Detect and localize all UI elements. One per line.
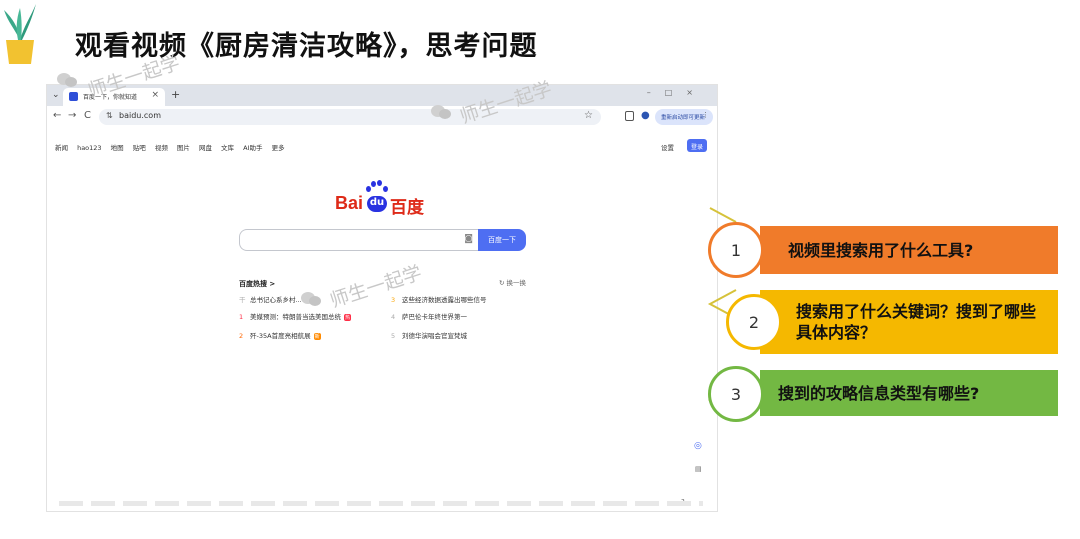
reload-icon[interactable]: C bbox=[84, 110, 91, 121]
new-tag: 新 bbox=[313, 333, 321, 340]
link-map[interactable]: 地图 bbox=[110, 144, 124, 152]
hot-search-title[interactable]: 百度热搜 > bbox=[239, 280, 276, 288]
settings-link[interactable]: 设置 bbox=[661, 144, 674, 152]
url-text: baidu.com bbox=[119, 111, 161, 120]
search-button[interactable]: 百度一下 bbox=[478, 229, 526, 251]
new-tab-button[interactable]: + bbox=[171, 88, 181, 101]
question-number-circle: 2 bbox=[726, 294, 782, 350]
link-netdisk[interactable]: 网盘 bbox=[198, 144, 212, 152]
window-controls[interactable]: –□× bbox=[646, 88, 707, 97]
logo-text-bai: Bai bbox=[335, 193, 364, 213]
sidebar-panel-icon[interactable] bbox=[625, 111, 634, 121]
hot-text: 总书记心系乡村... bbox=[250, 296, 302, 304]
refresh-label: 换一换 bbox=[506, 279, 527, 287]
search-input[interactable]: ◙ bbox=[239, 229, 479, 251]
slide-title: 观看视频《厨房清洁攻略》，思考问题 bbox=[75, 31, 538, 62]
link-ai-assistant[interactable]: AI助手 bbox=[243, 144, 263, 152]
browser-tab[interactable]: 百度一下，你就知道 × bbox=[63, 88, 165, 106]
link-more[interactable]: 更多 bbox=[271, 144, 285, 152]
hot-item[interactable]: 5 刘德华演唱会官宣梵城 bbox=[391, 330, 467, 340]
hot-rank: 2 bbox=[239, 332, 244, 340]
link-tieba[interactable]: 贴吧 bbox=[132, 144, 146, 152]
hot-text: 美媒预测：特朗普当选美国总统 bbox=[250, 313, 341, 321]
question-number-circle: 3 bbox=[708, 366, 764, 422]
question-number: 1 bbox=[730, 241, 742, 260]
site-info-icon[interactable]: ⇅ bbox=[106, 111, 113, 120]
side-tool-icon[interactable]: ◎ bbox=[694, 441, 702, 451]
hot-rank: 3 bbox=[391, 296, 396, 304]
logo-text-du: du bbox=[367, 196, 387, 212]
profile-icon[interactable]: ● bbox=[641, 110, 650, 121]
baidu-logo: Bai du 百度 bbox=[335, 180, 431, 218]
logo-text-baidu-cn: 百度 bbox=[390, 198, 424, 218]
page-footer bbox=[59, 501, 703, 506]
forward-icon[interactable]: → bbox=[68, 110, 77, 121]
back-icon[interactable]: ← bbox=[53, 110, 62, 121]
address-bar[interactable]: ⇅ baidu.com ☆ bbox=[99, 109, 601, 125]
question-text: 搜索用了什么关键词？搜到了哪些具体内容？ bbox=[796, 302, 1037, 342]
hot-item[interactable]: 4 萨巴伦卡年终世界第一 bbox=[391, 311, 467, 321]
question-text: 视频里搜索用了什么工具? bbox=[788, 241, 974, 260]
baidu-favicon-icon bbox=[69, 92, 78, 101]
update-button-label: 重新启动即可更新 bbox=[661, 115, 706, 121]
hot-item[interactable]: 干总书记心系乡村... bbox=[239, 294, 302, 304]
tab-title: 百度一下，你就知道 bbox=[83, 94, 138, 101]
hot-item[interactable]: 1 美媒预测：特朗普当选美国总统热 bbox=[239, 311, 352, 321]
hot-text: 刘德华演唱会官宣梵城 bbox=[402, 332, 467, 340]
refresh-icon: ↻ bbox=[499, 279, 505, 287]
browser-window: ⌄ 百度一下，你就知道 × + –□× ← → C ⇅ baidu.com ☆ … bbox=[46, 84, 718, 512]
login-button[interactable]: 登录 bbox=[687, 139, 707, 152]
side-menu-icon[interactable]: ▤ bbox=[695, 465, 702, 473]
menu-dots-icon[interactable]: ⋮ bbox=[702, 111, 709, 119]
bookmark-star-icon[interactable]: ☆ bbox=[584, 110, 593, 121]
hot-rank: 干 bbox=[239, 296, 246, 304]
hot-text: 歼-35A首度亮相航展 bbox=[250, 332, 311, 340]
tab-bar: ⌄ 百度一下，你就知道 × + –□× bbox=[47, 85, 717, 106]
link-hao123[interactable]: hao123 bbox=[77, 144, 102, 152]
question-number: 3 bbox=[730, 385, 742, 404]
update-button[interactable]: 重新启动即可更新 ⋮ bbox=[655, 109, 713, 125]
link-video[interactable]: 视频 bbox=[154, 144, 168, 152]
question-text: 搜到的攻略信息类型有哪些? bbox=[778, 384, 980, 403]
hot-rank: 5 bbox=[391, 332, 396, 340]
tab-list-chevron-icon[interactable]: ⌄ bbox=[52, 90, 60, 100]
plant-pot-icon bbox=[4, 4, 36, 64]
question-number: 2 bbox=[748, 313, 760, 332]
question-bar-2: 搜索用了什么关键词？搜到了哪些具体内容？ bbox=[760, 290, 1058, 354]
close-tab-icon[interactable]: × bbox=[151, 90, 159, 100]
hot-rank: 1 bbox=[239, 313, 244, 321]
question-bar-1: 视频里搜索用了什么工具? bbox=[760, 226, 1058, 274]
camera-icon[interactable]: ◙ bbox=[464, 234, 473, 244]
link-wenku[interactable]: 文库 bbox=[221, 144, 235, 152]
question-number-circle: 1 bbox=[708, 222, 764, 278]
hot-text: 萨巴伦卡年终世界第一 bbox=[402, 313, 467, 321]
hot-tag: 热 bbox=[344, 314, 352, 321]
hot-rank: 4 bbox=[391, 313, 396, 321]
question-bar-3: 搜到的攻略信息类型有哪些? bbox=[760, 370, 1058, 416]
navigation-bar: ← → C ⇅ baidu.com ☆ ● 重新启动即可更新 ⋮ bbox=[47, 106, 717, 128]
refresh-hot-button[interactable]: ↻ 换一换 bbox=[499, 277, 526, 287]
hot-item[interactable]: 2 歼-35A首度亮相航展新 bbox=[239, 330, 321, 340]
hot-item[interactable]: 3 这些经济数据透露出哪些信号 bbox=[391, 294, 487, 304]
baidu-top-links: 新闻 hao123 地图 贴吧 视频 图片 网盘 文库 AI助手 更多 bbox=[55, 142, 292, 152]
hot-text: 这些经济数据透露出哪些信号 bbox=[402, 296, 487, 304]
link-images[interactable]: 图片 bbox=[176, 144, 190, 152]
link-news[interactable]: 新闻 bbox=[55, 144, 68, 152]
